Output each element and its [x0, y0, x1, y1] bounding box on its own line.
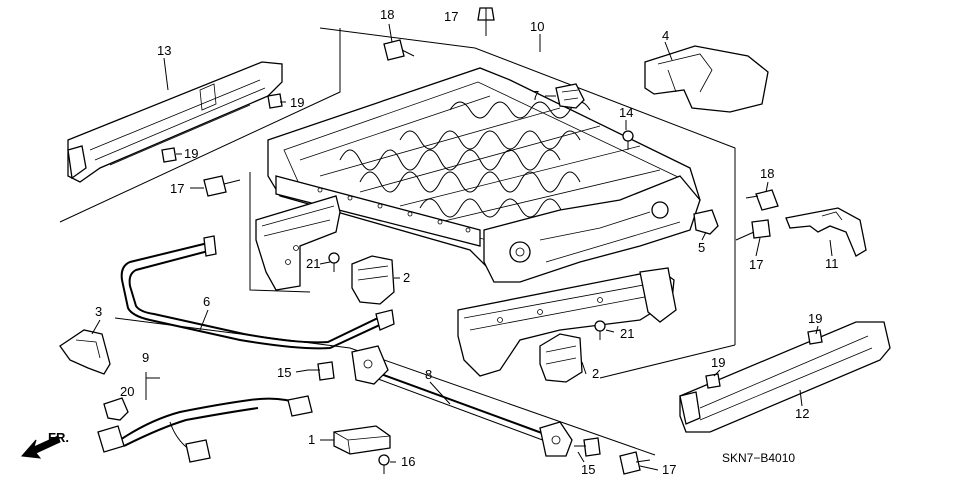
- front-arrow-icon: [20, 435, 61, 459]
- part-13-side-cover: [67, 61, 283, 183]
- leader-lines: [91, 8, 833, 471]
- part-2-block-lower: [539, 333, 583, 383]
- callout-numbers: 1 2 2 3 4 5 6 7 8 9 10 11 12 13 14 15 15…: [95, 7, 839, 477]
- part-3-bracket: [59, 329, 111, 375]
- callout-19-a: 19: [290, 95, 304, 110]
- callout-2-upper: 2: [403, 270, 410, 285]
- part-14-bolt: [622, 130, 634, 150]
- callout-21-lower: 21: [620, 326, 634, 341]
- callout-9: 9: [142, 350, 149, 365]
- callout-8: 8: [425, 367, 432, 382]
- outer-rail: [457, 267, 677, 377]
- callout-2-lower: 2: [592, 366, 599, 381]
- callout-17-right: 17: [749, 257, 763, 272]
- part-6-bar: [120, 235, 395, 350]
- callout-19-d: 19: [711, 355, 725, 370]
- callout-10: 10: [530, 19, 544, 34]
- callout-4: 4: [662, 28, 669, 43]
- callout-17-bottom: 17: [662, 462, 676, 477]
- callout-17-top: 17: [444, 9, 458, 24]
- bolt-18-top: [383, 39, 415, 61]
- part-12-side-cover: [679, 321, 891, 433]
- bolt-15-left: [308, 361, 335, 381]
- clip-19-b: [161, 147, 177, 163]
- callout-6: 6: [203, 294, 210, 309]
- part-1-module: [333, 425, 391, 455]
- part-9-harness: [97, 395, 313, 463]
- callout-15-right: 15: [581, 462, 595, 477]
- part-8-rod: [351, 345, 573, 457]
- part-20-clip: [103, 397, 129, 421]
- part-10-seat-frame: [267, 67, 701, 283]
- part-7-clip: [555, 83, 585, 109]
- callout-14: 14: [619, 105, 633, 120]
- part-2-block-upper: [351, 255, 395, 305]
- part-5-clip: [693, 209, 719, 235]
- callout-19-b: 19: [184, 146, 198, 161]
- part-11-bracket: [785, 207, 867, 257]
- bolt-17-left: [203, 175, 241, 197]
- clip-19-d: [705, 373, 721, 389]
- callout-16: 16: [401, 454, 415, 469]
- callout-20: 20: [120, 384, 134, 399]
- bolt-17-right: [735, 219, 771, 241]
- callout-7: 7: [532, 88, 539, 103]
- bolt-18-right: [745, 189, 779, 211]
- callout-21-upper: 21: [306, 256, 320, 271]
- callout-18-right: 18: [760, 166, 774, 181]
- part-4-cover: [644, 45, 769, 113]
- callout-15-left: 15: [277, 365, 291, 380]
- diagram-code: SKN7−B4010: [722, 451, 795, 465]
- screw-21-lower: [594, 320, 606, 340]
- bolt-17-bottom: [619, 451, 651, 475]
- fasteners: [161, 7, 823, 475]
- front-label: FR.: [48, 430, 69, 445]
- bolt-15-right: [574, 437, 601, 457]
- callout-3: 3: [95, 304, 102, 319]
- callout-17-left: 17: [170, 181, 184, 196]
- clip-19-c: [807, 329, 823, 345]
- callout-1: 1: [308, 432, 315, 447]
- screw-16: [378, 454, 390, 474]
- callout-12: 12: [795, 406, 809, 421]
- callout-13: 13: [157, 43, 171, 58]
- inner-rail: [255, 195, 341, 291]
- callout-18-top: 18: [380, 7, 394, 22]
- screw-21-upper: [328, 252, 340, 272]
- clip-19-a: [267, 93, 283, 109]
- callout-11: 11: [825, 256, 839, 271]
- boundary-lines: [59, 27, 736, 456]
- callout-5: 5: [698, 240, 705, 255]
- callout-19-c: 19: [808, 311, 822, 326]
